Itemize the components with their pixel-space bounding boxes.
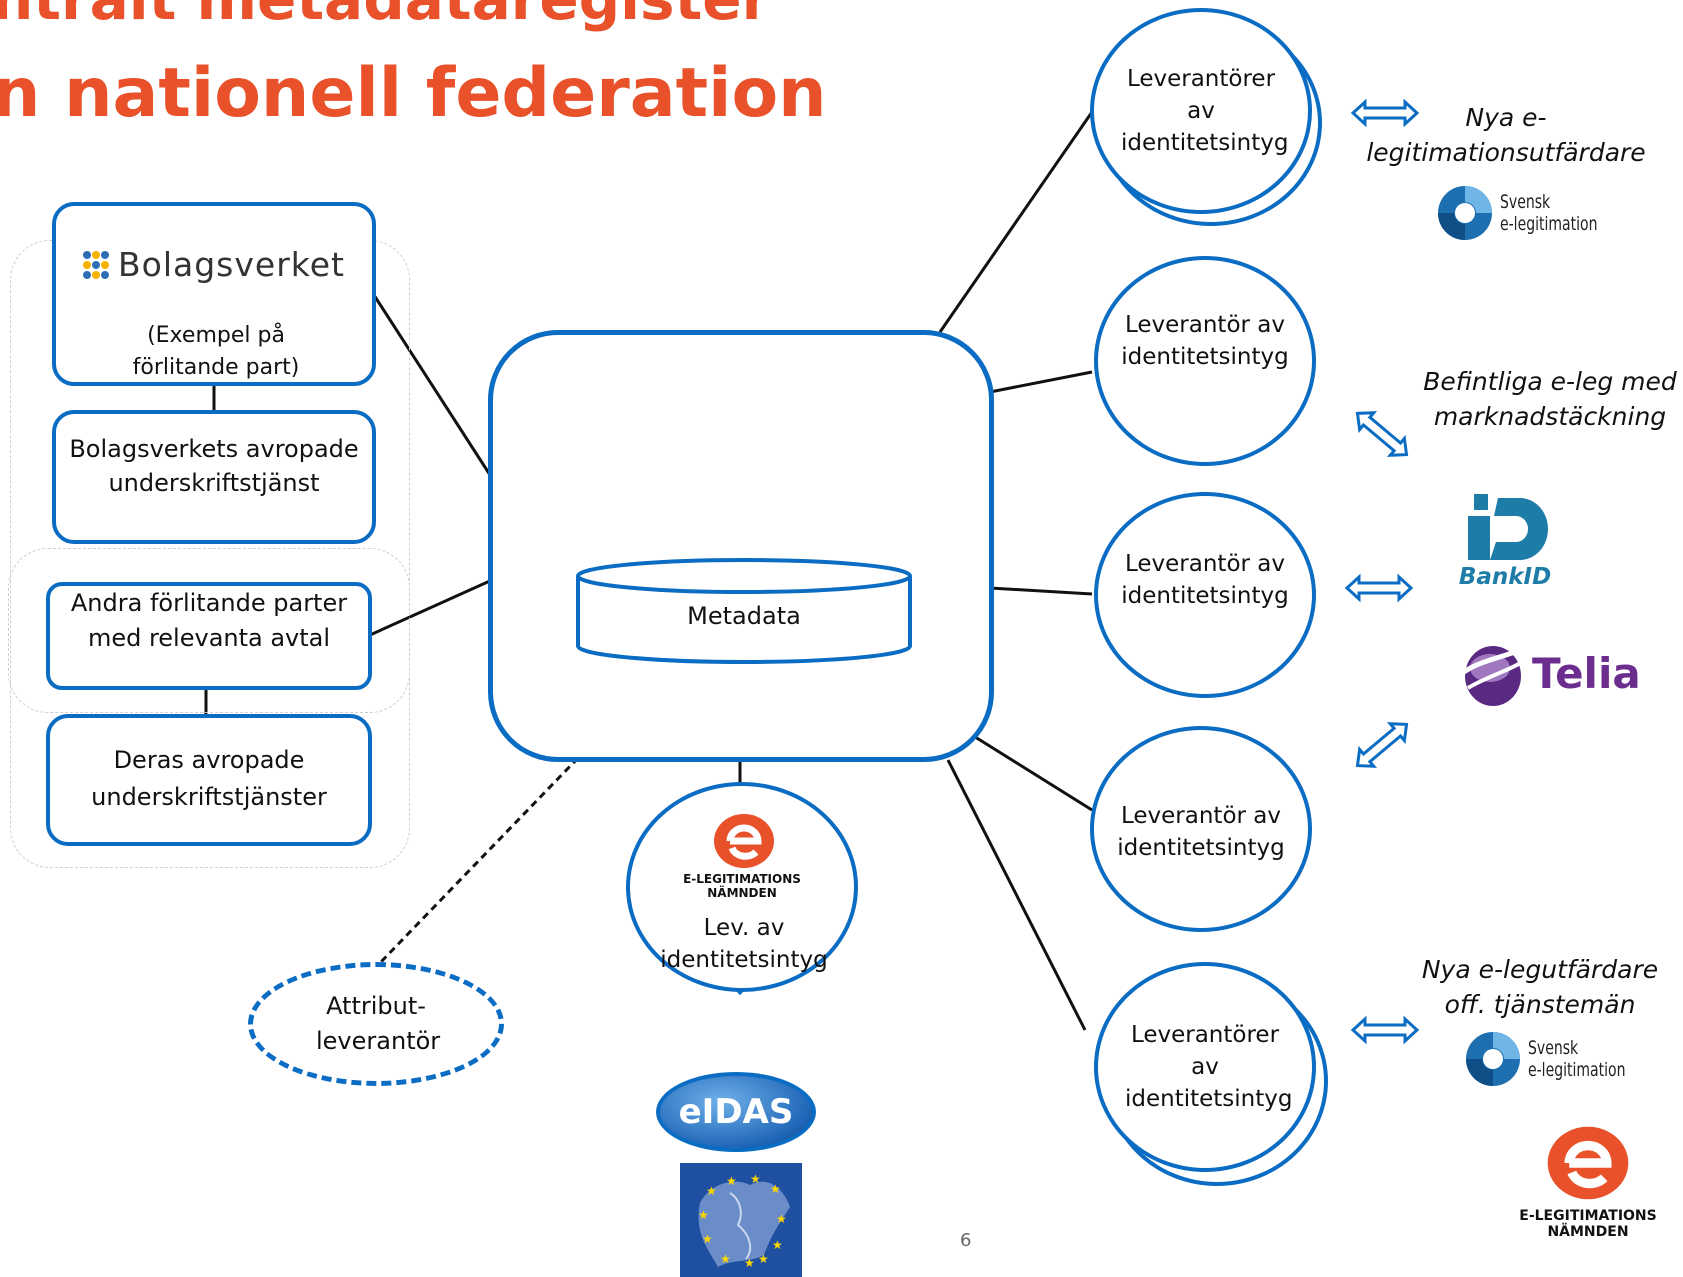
svg-text:★: ★ [750,1172,761,1186]
bolagsverket-logo: Bolagsverket [82,248,345,282]
eln-e-icon [1547,1126,1629,1200]
bolagsverket-logo-text: Bolagsverket [118,245,345,284]
double-arrow-icon [1355,411,1409,457]
bolagsverket-box: Bolagsverket (Exempel på förlitande part… [52,202,376,386]
connector-provider-5 [946,759,1087,1031]
svg-text:★: ★ [776,1212,787,1226]
metadata-register-box [488,330,994,762]
double-arrow-icon [1355,722,1409,768]
other-services-box: Deras avropade underskriftstjänster [46,714,372,846]
provider-node-1-label: Leverantörer av identitetsintyg [1121,66,1289,156]
label-new-officials: Nya e-legutfärdare off. tjänstemän [1421,955,1659,1019]
page-title-line-1: ntralt metadataregister [0,0,770,28]
connector-provider-3 [989,586,1093,596]
bankid-logo-text: BankID [1458,564,1552,590]
eln-e-icon [714,814,774,868]
connector-provider-1 [938,111,1094,333]
other-services-label: Deras avropade underskriftstjänster [91,746,327,811]
connector-bolagsverket [370,291,494,479]
double-arrow-icon [1344,573,1414,603]
bankid-icon [1468,494,1548,560]
svg-text:★: ★ [772,1238,783,1252]
connector-provider-4 [971,733,1093,812]
telia-pebble-icon [1462,645,1526,706]
bolagsverket-service-label: Bolagsverkets avropade underskriftstjäns… [69,435,359,497]
telia-logo: Telia [1460,638,1641,708]
svensk-e-legitimation-logo: Svensk e-legitimation [1436,184,1619,242]
page-number: 6 [960,1230,972,1251]
svensk-e-legitimation-logo: Svensk e-legitimation [1464,1030,1647,1088]
svensk-logo-line-1: Svensk [1500,191,1551,213]
svensk-e-legitimation-icon [1438,186,1492,240]
svg-text:★: ★ [770,1182,781,1196]
attribute-provider-node: Attribut-leverantör [248,962,504,1086]
label-new-issuers: Nya e-legitimationsutfärdare [1366,103,1646,167]
svg-text:★: ★ [726,1174,737,1188]
connector-other-parties [369,578,493,637]
provider-node-2: Leverantör av identitetsintyg [1094,256,1316,466]
eln-node-label: Lev. av identitetsintyg [660,915,828,973]
eln-node-logo-line-2: NÄMNDEN [707,886,777,900]
connector-provider-2 [989,370,1093,394]
eidas-label: eIDAS [678,1092,794,1132]
svg-text:★: ★ [744,1256,755,1270]
svg-text:★: ★ [702,1232,713,1246]
metadata-database-icon [576,558,912,664]
svensk-logo-line-2: e-legitimation [1528,1059,1626,1081]
provider-node-4: Leverantör av identitetsintyg [1090,726,1312,932]
svg-text:★: ★ [720,1252,731,1266]
eln-logo-line-1: E-LEGITIMATIONS [1519,1208,1657,1224]
bankid-logo: BankID [1450,492,1560,590]
svensk-logo-line-1: Svensk [1528,1037,1579,1059]
eln-provider-node: E-LEGITIMATIONS NÄMNDEN Lev. av identite… [626,782,858,992]
svg-text:★: ★ [698,1208,709,1222]
other-parties-box: Andra förlitande parter med relevanta av… [46,582,372,690]
provider-node-5: Leverantörer av identitetsintyg [1094,962,1316,1172]
double-arrow-icon [1350,1015,1420,1045]
provider-node-3: Leverantör av identitetsintyg [1094,492,1316,698]
provider-node-3-label: Leverantör av identitetsintyg [1121,551,1289,609]
telia-logo-text: Telia [1532,648,1641,698]
eidas-badge: eIDAS [656,1072,816,1152]
svensk-e-legitimation-icon [1466,1032,1520,1086]
double-arrow-icon [1350,98,1420,128]
page-title-line-2: n nationell federation [0,54,827,133]
eln-logo-line-2: NÄMNDEN [1547,1224,1629,1240]
eln-node-logo-text: E-LEGITIMATIONS NÄMNDEN [630,872,854,900]
bolagsverket-service-box: Bolagsverkets avropade underskriftstjäns… [52,410,376,544]
eln-node-logo-line-1: E-LEGITIMATIONS [683,872,801,886]
label-existing-eleg: Befintliga e-leg med marknadstäckning [1423,367,1677,431]
svensk-logo-line-2: e-legitimation [1500,213,1598,235]
eu-map-icon: ★★★ ★★★ ★★★ ★★ [680,1163,802,1277]
svg-text:★: ★ [758,1252,769,1266]
provider-node-4-label: Leverantör av identitetsintyg [1117,803,1285,861]
svg-text:★: ★ [706,1184,717,1198]
bolagsverket-dots-icon [83,251,109,279]
bolagsverket-caption: (Exempel på förlitande part) [132,323,300,380]
other-parties-label: Andra förlitande parter med relevanta av… [70,589,348,652]
provider-node-2-label: Leverantör av identitetsintyg [1121,312,1289,370]
attribute-provider-label: Attribut-leverantör [316,992,441,1055]
provider-node-5-label: Leverantörer av identitetsintyg [1125,1022,1293,1112]
eln-logo: E-LEGITIMATIONS NÄMNDEN [1518,1124,1658,1240]
other-parties-group-outline [8,548,410,713]
provider-node-1: Leverantörer av identitetsintyg [1090,8,1312,214]
metadata-label: Metadata [687,602,801,630]
